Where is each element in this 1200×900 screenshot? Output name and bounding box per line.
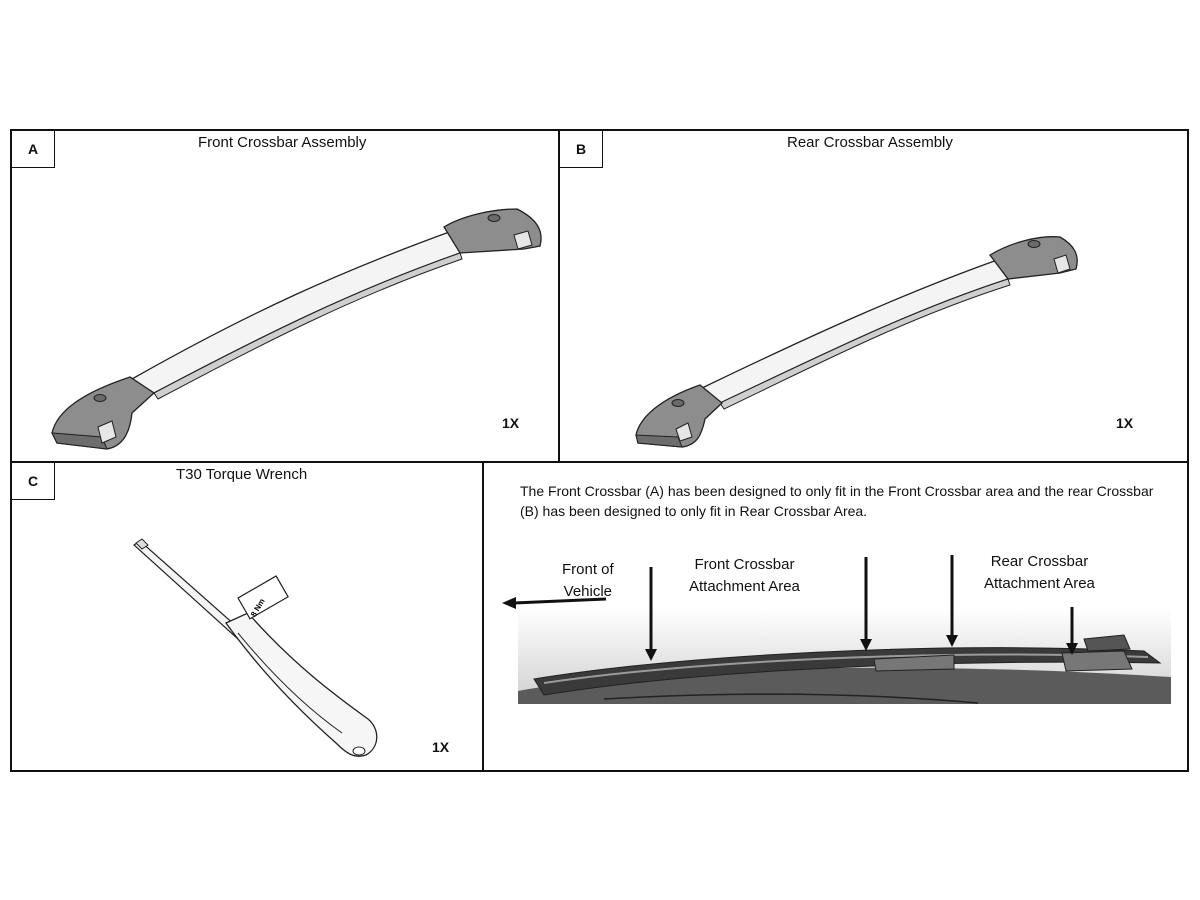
panel-letter-c: C: [12, 463, 55, 500]
quantity-c: 1X: [432, 739, 450, 755]
panel-front-crossbar: A Front Crossbar Assembly 1X: [12, 131, 560, 463]
rear-crossbar-illustration: [635, 236, 1078, 448]
panel-letter-a: A: [12, 131, 55, 168]
panel-letter-b: B: [560, 131, 603, 168]
panel-rear-crossbar: B Rear Crossbar Assembly 1X: [560, 131, 1187, 463]
panel-title-a: Front Crossbar Assembly: [198, 134, 367, 151]
quantity-b: 1X: [1116, 415, 1134, 431]
fitment-description: The Front Crossbar (A) has been designed…: [520, 483, 1154, 519]
torque-wrench-illustration: 8 Nm: [133, 538, 378, 757]
front-crossbar-illustration: [51, 208, 542, 450]
roof-rail-diagram: [502, 555, 1171, 704]
panel-fitment-diagram: The Front Crossbar (A) has been designed…: [484, 463, 1187, 770]
quantity-a: 1X: [502, 415, 520, 431]
roof-rail: [533, 647, 1162, 696]
panel-title-c: T30 Torque Wrench: [176, 466, 308, 483]
rear-area-label: Rear Crossbar Attachment Area: [984, 553, 1095, 592]
front-area-label: Front Crossbar Attachment Area: [689, 556, 800, 595]
front-arrow: [513, 597, 607, 605]
front-of-vehicle-label: Front of Vehicle: [562, 561, 614, 600]
instruction-sheet: A Front Crossbar Assembly 1X B Rear Cros…: [10, 129, 1189, 772]
panel-title-b: Rear Crossbar Assembly: [787, 134, 953, 151]
panel-torque-wrench: C T30 Torque Wrench 8 Nm 1X: [12, 463, 484, 770]
